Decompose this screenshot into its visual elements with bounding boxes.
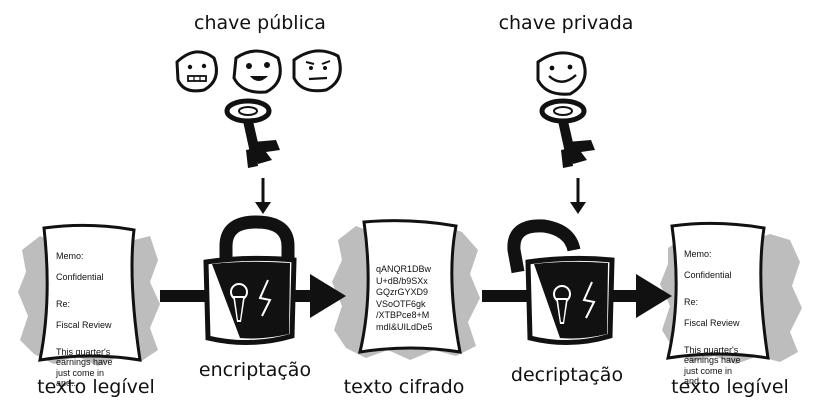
closed-padlock-icon: [203, 215, 297, 345]
memo-body: This quarter's earnings have just come i…: [56, 346, 113, 389]
memo-line-3: Re:: [684, 296, 699, 307]
face-icon-3: [292, 49, 342, 93]
memo-text-right: Memo: Confidential Re: Fiscal Review Thi…: [684, 238, 741, 397]
arrow-to-plaintext: [608, 274, 672, 318]
private-key-icon: [539, 98, 595, 168]
open-padlock-icon: [507, 219, 615, 345]
memo-line-2: Confidential: [684, 269, 732, 280]
memo-body: This quarter's earnings have just come i…: [684, 344, 741, 387]
plaintext-label-left: texto legível: [37, 376, 155, 398]
public-key-down-arrow: [255, 178, 271, 214]
public-key-label: chave pública: [194, 12, 326, 34]
face-icon-1: [175, 50, 218, 93]
ciphertext-content: qANQR1DBw U+dB/b9SXx GQzrGYXD9 VSoOTF6gk…: [376, 264, 433, 332]
private-key-down-arrow: [570, 178, 586, 214]
private-key-label: chave privada: [498, 12, 634, 34]
memo-line-1: Memo:: [684, 248, 712, 259]
public-key-icon: [224, 98, 280, 168]
plaintext-document-right: [666, 221, 770, 360]
memo-line-4: Fiscal Review: [684, 317, 740, 328]
plaintext-label-right: texto legível: [671, 376, 789, 398]
memo-text-left: Memo: Confidential Re: Fiscal Review Thi…: [56, 240, 113, 399]
plaintext-document-left: [38, 223, 142, 362]
decryption-label: decriptação: [510, 364, 624, 386]
ciphertext-label: texto cifrado: [343, 376, 465, 398]
memo-line-4: Fiscal Review: [56, 319, 112, 330]
memo-line-1: Memo:: [56, 250, 84, 261]
memo-line-2: Confidential: [56, 271, 104, 282]
face-icon-2: [232, 49, 282, 94]
ciphertext-document: [358, 219, 462, 354]
memo-line-3: Re:: [56, 298, 71, 309]
face-icon-private: [536, 51, 587, 96]
encryption-label: encriptação: [198, 359, 312, 381]
arrow-to-decryption: [482, 290, 532, 302]
